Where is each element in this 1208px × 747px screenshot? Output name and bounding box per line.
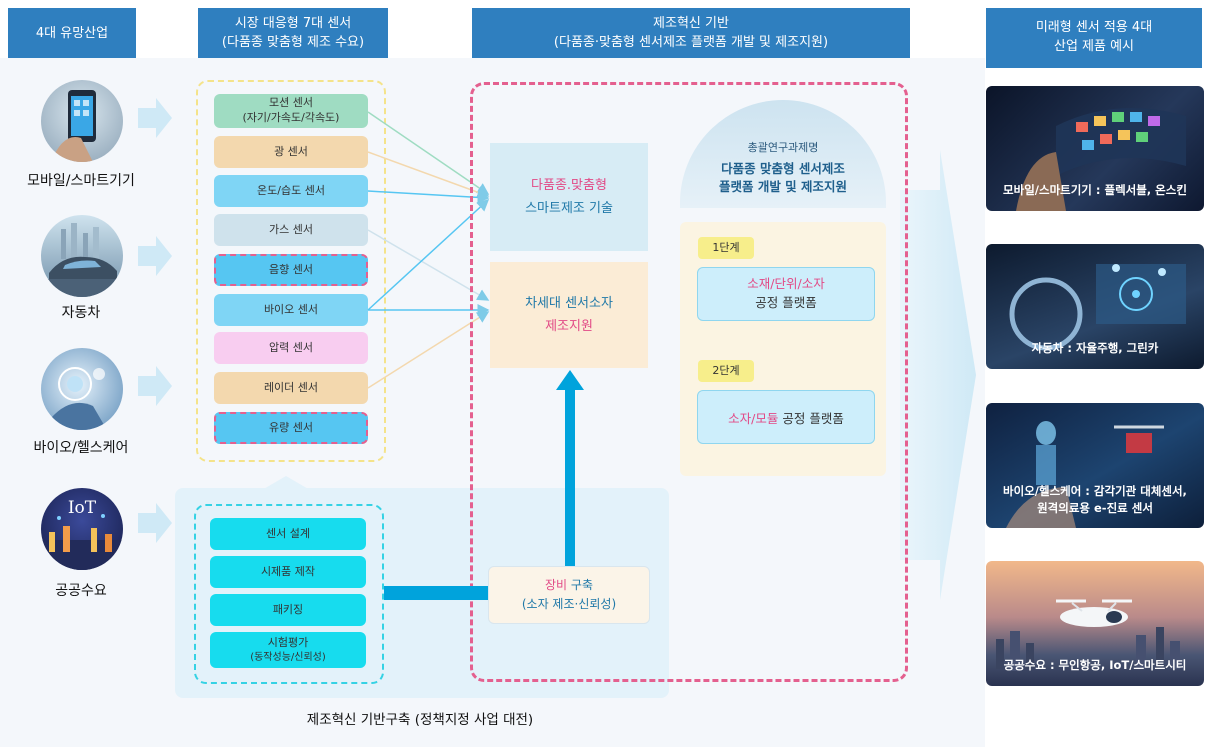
sensor-bio: 바이오 센서 (214, 294, 368, 326)
equipment-box: 장비 구축 (소자 제조·신뢰성) (488, 566, 650, 624)
product-caption-car: 자동차 : 자율주행, 그린카 (1031, 341, 1159, 355)
header-manufacturing-base: 제조혁신 기반 (다품종·맞춤형 센서제조 플랫폼 개발 및 제조지원) (472, 8, 910, 60)
arrow-right-4 (138, 503, 172, 543)
header-products: 미래형 센서 적용 4대 산업 제품 예시 (986, 8, 1202, 68)
sensor-temp-humidity: 온도/습도 센서 (214, 175, 368, 207)
stage2-box: 소자/모듈 공정 플랫폼 (697, 390, 875, 444)
iot-icon: IoT (41, 488, 123, 570)
product-public-image: 공공수요 : 무인항공, IoT/스마트시티 (986, 561, 1204, 686)
car-icon (41, 215, 123, 297)
industry-label-public: 공공수요 (55, 583, 107, 599)
base-panel-notch (262, 476, 310, 490)
smart-manufacturing-box: 다품종.맞춤형 스마트제조 기술 (490, 143, 648, 251)
industry-label-car: 자동차 (61, 305, 101, 321)
product-caption-bio: 바이오/헬스케어 : 감각기관 대체센서,원격의료용 e-진료 센서 (1003, 484, 1187, 516)
header-sensors: 시장 대응형 7대 센서 (다품종 맞춤형 제조 수요) (198, 8, 388, 60)
steps-group-dashed (194, 504, 384, 684)
sensor-gas: 가스 센서 (214, 214, 368, 246)
product-caption-public: 공공수요 : 무인항공, IoT/스마트시티 (1003, 658, 1187, 672)
header-industries: 4대 유망산업 (8, 8, 136, 60)
sensor-light: 광 센서 (214, 136, 368, 168)
stage1-box: 소재/단위/소자 공정 플랫폼 (697, 267, 875, 321)
product-mobile-image: 모바일/스마트기기 : 플렉서블, 온스킨 (986, 86, 1204, 211)
smartphone-icon (41, 80, 123, 162)
step-testing: 시험평가(동작성능/신뢰성) (210, 632, 366, 668)
bio-icon (41, 348, 123, 430)
stage2-tag: 2단계 (698, 360, 754, 382)
steps-to-equipment-connector (384, 586, 488, 600)
product-caption-mobile: 모바일/스마트기기 : 플렉서블, 온스킨 (1003, 183, 1187, 197)
big-right-arrow (900, 150, 976, 600)
product-bio-image: 바이오/헬스케어 : 감각기관 대체센서,원격의료용 e-진료 센서 (986, 403, 1204, 528)
step-sensor-design: 센서 설계 (210, 518, 366, 550)
stage1-tag: 1단계 (698, 237, 754, 259)
industry-label-bio: 바이오/헬스케어 (33, 440, 129, 456)
step-packaging: 패키징 (210, 594, 366, 626)
arrow-right-3 (138, 366, 172, 406)
sensor-pressure: 압력 센서 (214, 332, 368, 364)
sensor-group-dashed (196, 80, 386, 462)
sensor-radar: 레이더 센서 (214, 372, 368, 404)
iot-badge: IoT (67, 498, 97, 518)
industry-label-mobile: 모바일/스마트기기 (27, 173, 135, 189)
product-car-image: 자동차 : 자율주행, 그린카 (986, 244, 1204, 369)
sensor-motion: 모션 센서(자기/가속도/각속도) (214, 94, 368, 128)
bottom-caption: 제조혁신 기반구축 (정책지정 사업 대전) (306, 712, 534, 728)
manufacturing-base-dashed (470, 82, 908, 682)
arrow-right-1 (138, 98, 172, 138)
step-prototype: 시제품 제작 (210, 556, 366, 588)
sensor-flow: 유량 센서 (214, 412, 368, 444)
up-arrow (556, 370, 584, 570)
next-gen-support-box: 차세대 센서소자 제조지원 (490, 262, 648, 368)
sensor-acoustic: 음향 센서 (214, 254, 368, 286)
arrow-right-2 (138, 236, 172, 276)
